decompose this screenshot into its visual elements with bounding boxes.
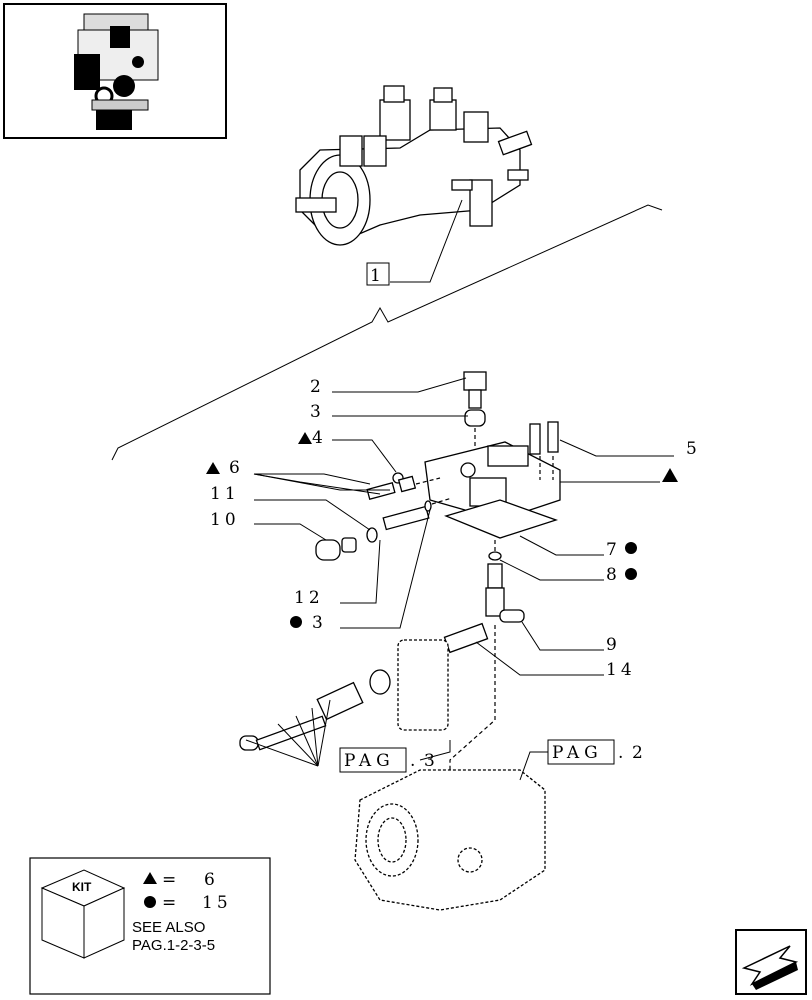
- triangle-marker-icon: [143, 872, 157, 884]
- pag3-word: PAG: [344, 751, 395, 771]
- page-ref-pag2[interactable]: PAG . 2: [547, 739, 648, 765]
- callout-box-1: [366, 262, 390, 286]
- callout-1: 1: [370, 266, 385, 286]
- callout-14: 14: [606, 660, 636, 680]
- triangle-marker-icon: [206, 462, 220, 474]
- callout-2: 2: [310, 377, 325, 397]
- callout-5: 5: [686, 439, 701, 459]
- callout-9: 9: [606, 635, 621, 655]
- kit-circle-eq: =: [162, 893, 180, 913]
- circle-marker-icon: [290, 616, 302, 628]
- kit-circle-value: 15: [202, 893, 232, 913]
- callout-12: 12: [294, 588, 324, 608]
- break-line: [111, 204, 663, 461]
- svg-text:.: .: [410, 751, 420, 771]
- thumbnail-engine-icon[interactable]: [3, 3, 227, 139]
- kit-triangle-value: 6: [204, 870, 219, 890]
- circle-marker-icon: [625, 542, 637, 554]
- svg-text:.: .: [618, 743, 628, 763]
- callout-10: 10: [210, 510, 240, 530]
- callout-3: 3: [310, 402, 325, 422]
- callout-7: 7: [606, 540, 621, 560]
- kit-triangle-eq: =: [162, 870, 180, 890]
- callout-8: 8: [606, 565, 621, 585]
- kit-pages: PAG.1-2-3-5: [132, 937, 215, 954]
- next-page-arrow-icon[interactable]: [735, 929, 807, 995]
- kit-see-also: SEE ALSO: [132, 919, 205, 936]
- pag3-num: 3: [424, 751, 440, 771]
- callout-11: 11: [210, 484, 240, 504]
- callout-6: 6: [229, 458, 244, 478]
- kit-legend: KIT = 6 = 15 SEE ALSO PAG.1-2-3-5: [29, 857, 271, 995]
- triangle-marker-icon: [298, 432, 312, 444]
- callout-3b: 3: [312, 613, 327, 633]
- circle-marker-icon: [144, 896, 156, 908]
- circle-marker-icon: [625, 568, 637, 580]
- leader-1: [390, 199, 463, 283]
- pag2-word: PAG: [552, 743, 603, 763]
- leader-lines: [245, 377, 674, 781]
- pag2-num: 2: [632, 743, 648, 763]
- exploded-parts: [239, 371, 561, 911]
- page-ref-pag3[interactable]: PAG . 3: [339, 747, 440, 773]
- kit-badge: KIT: [72, 880, 92, 894]
- triangle-marker-icon: [662, 468, 678, 482]
- injection-pump-assembly: [295, 85, 533, 246]
- callout-4: 4: [312, 428, 327, 448]
- kit-box-icon: KIT: [40, 869, 126, 959]
